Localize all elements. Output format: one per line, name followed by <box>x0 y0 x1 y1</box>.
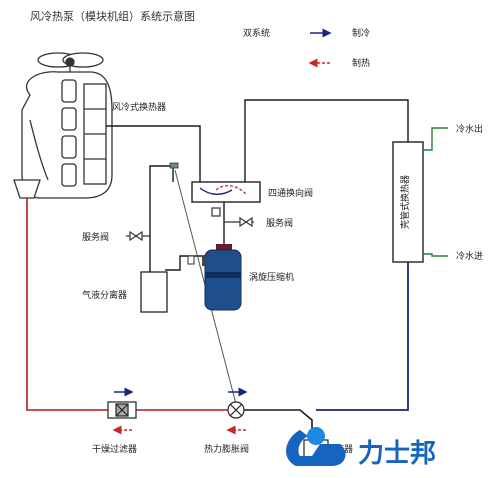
four-way-valve <box>191 181 261 203</box>
brand-name: 力士邦 <box>358 439 436 469</box>
separator-label: 气液分离器 <box>82 289 127 301</box>
diagram-title: 风冷热泵（模块机组）系统示意图 <box>30 9 195 23</box>
service-valve-left <box>126 230 150 242</box>
dry-filter-icon <box>107 401 137 419</box>
four-way-valve-label: 四通换向阀 <box>268 187 313 199</box>
scroll-compressor-icon <box>187 244 242 311</box>
service-valve-right <box>211 207 254 228</box>
water-lines <box>423 127 448 257</box>
air-hx-label: 风冷式换热器 <box>112 101 166 113</box>
scroll-compressor-label: 涡旋压缩机 <box>249 271 294 283</box>
shell-tube-hx-label: 壳管式换热器 <box>399 175 411 229</box>
dry-filter-label: 干燥过滤器 <box>92 443 137 455</box>
brand-logo: 力士邦 <box>286 427 436 469</box>
expansion-valve-label: 热力膨胀阀 <box>204 443 249 455</box>
shell-tube-heat-exchanger <box>392 141 424 263</box>
sensing-bulb <box>169 162 179 169</box>
service-valve-left-label: 服务阀 <box>82 231 109 243</box>
expansion-valve-icon <box>227 401 245 419</box>
legend-system-label: 双系统 <box>243 27 270 39</box>
air-cooled-heat-exchanger <box>13 71 113 199</box>
service-valve-right-label: 服务阀 <box>266 217 293 229</box>
gas-liquid-separator <box>140 271 168 313</box>
chilled-water-out-label: 冷水出 <box>456 123 483 135</box>
legend-heating-label: 制热 <box>352 57 370 69</box>
legend-cooling-label: 制冷 <box>352 27 370 39</box>
chilled-water-in-label: 冷水进 <box>456 250 483 262</box>
